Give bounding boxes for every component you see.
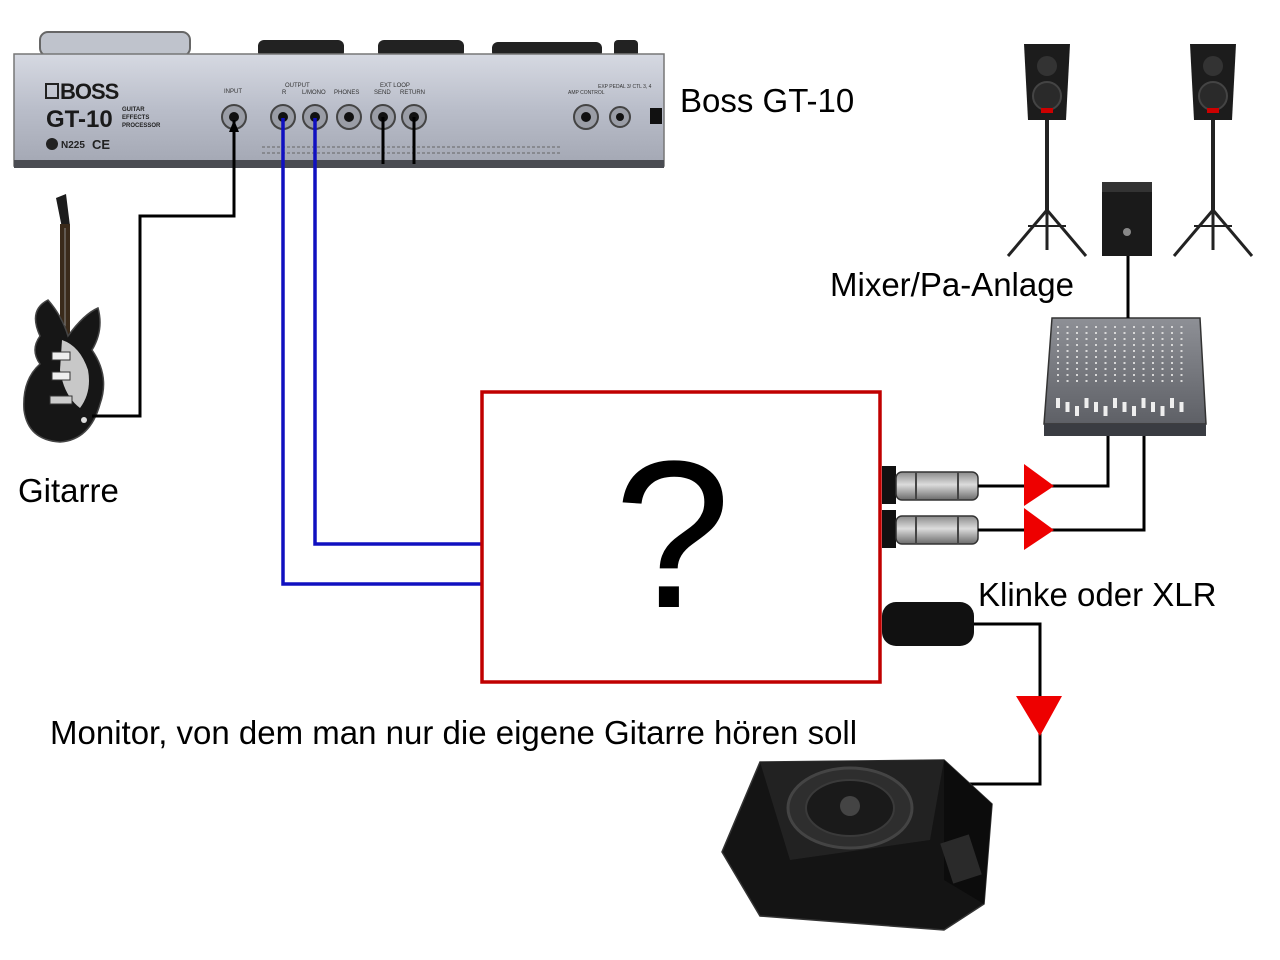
cert-icon [46,138,58,150]
mixer-fader [1084,398,1089,408]
xlr-plug-2 [882,510,979,548]
mixer-fader [1141,398,1146,408]
mixer-fader [1151,402,1155,412]
jack-label-extloop: EXT LOOP [380,83,410,89]
jack-exp-pedal [609,106,631,128]
guitar-icon [23,194,105,443]
device-pedal-bump-1 [39,31,191,57]
subwoofer-icon [1102,182,1152,256]
device-bottom-strip [14,160,664,168]
jack-amp-control [573,104,599,130]
mixer-icon [1043,317,1207,436]
boss-logo-box [45,83,59,99]
jack-label-output: OUTPUT [285,83,310,89]
mixer-fader [1094,402,1098,412]
jack-label-r: R [282,90,287,96]
mixer-fader [1132,406,1136,416]
monitor-plug [882,602,974,646]
jack-label-send: SEND [374,90,391,96]
boss-gt10-device: BOSS GT-10 GUITAR EFFECTS PROCESSOR N225… [13,31,665,168]
jack-label-return: RETURN [400,90,425,96]
jack-phones [336,104,362,130]
label-mixer-pa: Mixer/Pa-Anlage [830,266,1074,303]
cable-to-mixer-2 [978,436,1146,532]
label-monitor: Monitor, von dem man nur die eigene Gita… [50,714,858,751]
device-subtitle-1: GUITAR [122,107,145,113]
mixer-fader [1160,406,1165,416]
jack-label-amp-control: AMP CONTROL [568,90,605,96]
mixer-fader [1075,406,1079,416]
xlr-plug-1 [882,466,979,504]
signal-arrow-2-icon [1024,508,1054,550]
cable-output-lmono [313,118,482,546]
mixer-fader [1170,398,1174,408]
usb-port-icon [650,108,662,124]
label-boss-gt10: Boss GT-10 [680,82,855,119]
ce-mark-icon: CE [92,137,110,152]
device-subtitle-2: EFFECTS [122,115,149,121]
pa-speaker-left-icon [1006,44,1088,257]
device-model: GT-10 [46,106,113,133]
jack-label-exp-pedal: EXP PEDAL 3/ CTL 3, 4 [598,84,652,90]
jack-label-lmono: L/MONO [302,90,326,96]
mixer-fader [1056,398,1060,408]
cable-to-mixer-1 [978,436,1110,488]
mixer-fader [1065,402,1070,412]
label-gitarre: Gitarre [18,472,119,509]
device-subtitle-3: PROCESSOR [122,123,161,129]
mixer-fader [1179,402,1184,412]
unknown-device-box [480,390,882,684]
cable-output-r [281,118,482,586]
device-brand: BOSS [60,79,119,104]
jack-label-input: INPUT [224,89,242,95]
mixer-fader [1103,406,1108,416]
jack-output-lmono [302,104,328,130]
guitar-cable [92,120,236,418]
unknown-device-question-mark: ? [614,417,731,652]
signal-arrow-monitor-icon [1016,696,1062,736]
mixer-fader [1113,398,1117,408]
device-cert: N225 [61,140,85,151]
label-connector: Klinke oder XLR [978,576,1217,613]
signal-arrow-1-icon [1024,464,1054,506]
monitor-speaker-icon [721,759,993,931]
jack-label-phones: PHONES [334,90,359,96]
pa-speaker-right-icon [1172,44,1254,257]
input-arrow-icon [229,120,239,132]
mixer-fader [1122,402,1127,412]
